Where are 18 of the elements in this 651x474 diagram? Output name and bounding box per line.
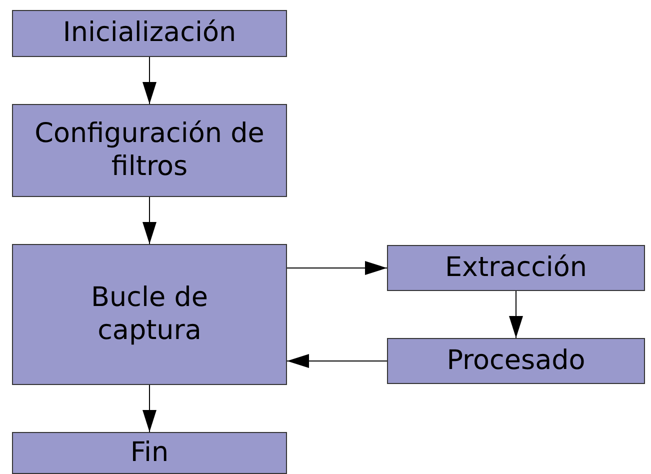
box-label: Procesado: [446, 344, 586, 378]
box-label: Extracción: [444, 252, 588, 284]
box-label: Bucle de captura: [90, 282, 209, 347]
process-box: [387, 338, 645, 384]
process-box: [387, 245, 645, 291]
box-label: Fin: [130, 436, 169, 470]
arrow: [142, 56, 156, 104]
process-box: [12, 244, 287, 385]
arrow: [286, 261, 388, 275]
process-box: [12, 104, 287, 197]
box-label: Inicialización: [62, 17, 236, 50]
arrow: [286, 354, 388, 368]
process-box: [12, 432, 287, 474]
arrow: [509, 290, 523, 338]
arrow: [142, 384, 156, 432]
box-label: Configuración de filtros: [34, 118, 266, 183]
arrow: [142, 196, 156, 244]
process-box: [12, 10, 287, 57]
